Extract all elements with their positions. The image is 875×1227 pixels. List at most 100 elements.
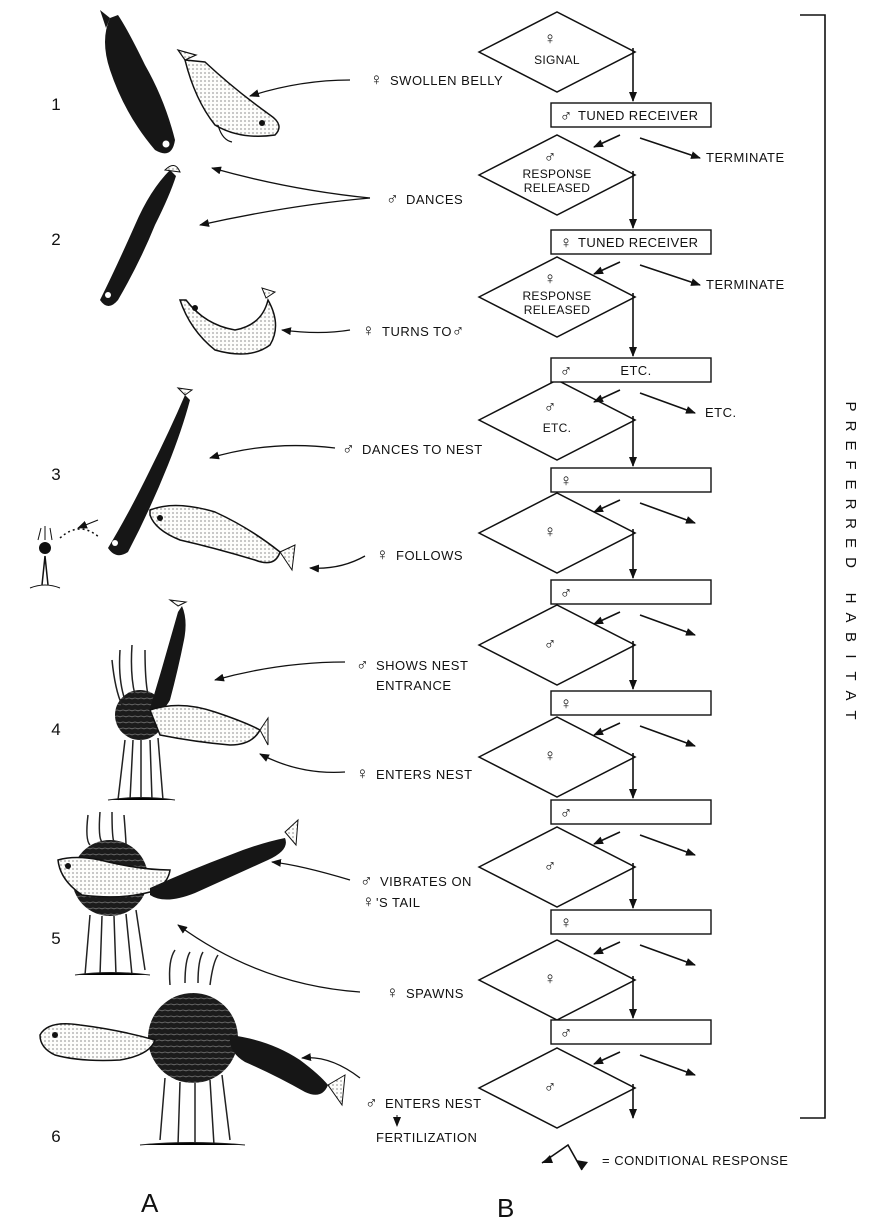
stage6-male-fish [230, 1035, 345, 1105]
stage1-male-fish [100, 10, 175, 153]
fish-illustrations [30, 10, 345, 1145]
conditional-arrow-in [594, 942, 620, 954]
conditional-arrow-in [594, 262, 620, 274]
conditional-arrow-in [594, 832, 620, 844]
stage-number: 6 [51, 1127, 60, 1146]
behavior-line2-symbol: ♀ [362, 892, 375, 911]
behavior-label: SPAWNS [406, 986, 464, 1001]
habitat-letter: B [842, 632, 859, 643]
flow-box: ♂ [551, 800, 711, 824]
stage6-female-fish [40, 1024, 155, 1061]
behavior-label: SHOWS NEST [376, 658, 468, 673]
stage6-nest [140, 950, 245, 1145]
flow-box: ♂ TUNED RECEIVER [551, 103, 711, 127]
flow-box: ♀ [551, 910, 711, 934]
habitat-letter: E [842, 479, 859, 490]
behavior-label: DANCES [406, 192, 463, 207]
habitat-letter: E [842, 440, 859, 451]
diamond-sex-symbol: ♂ [544, 147, 557, 166]
behavior-sex-symbol: ♀ [370, 70, 383, 89]
behavior-label: ENTERS NEST [385, 1096, 482, 1111]
stage-number: 5 [51, 929, 60, 948]
conditional-arrow-in [594, 1052, 620, 1064]
stage5-male-fish [150, 820, 298, 900]
stage2-female-fish [180, 288, 276, 354]
panel-label-b: B [497, 1193, 514, 1223]
branch-arrow [640, 393, 695, 413]
box-sex-symbol: ♀ [560, 471, 573, 490]
behavior-label: FOLLOWS [396, 548, 463, 563]
diamond-text: RESPONSE [522, 167, 591, 181]
branch-arrow [640, 835, 695, 855]
branch-arrow [640, 945, 695, 965]
stage4-female-fish [150, 705, 268, 745]
behavior-sex-symbol: ♂ [386, 189, 399, 208]
box-sex-symbol: ♂ [560, 1023, 573, 1042]
flow-box: ♀ [551, 691, 711, 715]
habitat-letter: A [842, 690, 859, 701]
diamond-text: RESPONSE [522, 289, 591, 303]
behavior-label-line2: FERTILIZATION [376, 1130, 477, 1145]
branch-label: TERMINATE [706, 150, 785, 165]
diamond-text: RELEASED [524, 181, 590, 195]
habitat-letter: R [842, 421, 859, 433]
diamond-text: SIGNAL [534, 53, 580, 67]
behavior-sex-symbol: ♀ [362, 321, 375, 340]
habitat-letter: I [842, 654, 859, 659]
habitat-letter: F [842, 460, 859, 470]
behavior-label: DANCES TO NEST [362, 442, 483, 457]
stage4-male-fish [150, 600, 186, 712]
flow-box: ♀ [551, 468, 711, 492]
branch-arrow [640, 615, 695, 635]
habitat-letter: R [842, 518, 859, 530]
diamond-sex-symbol: ♀ [544, 29, 557, 48]
panel-label-a: A [141, 1188, 159, 1218]
habitat-letter: E [842, 538, 859, 549]
diamond-sex-symbol: ♀ [544, 269, 557, 288]
box-sex-symbol: ♀ [560, 694, 573, 713]
box-sex-symbol: ♂ [560, 361, 573, 380]
box-sex-symbol: ♀ [560, 913, 573, 932]
flow-diamond: ♂ [479, 1048, 635, 1128]
flow-diamond: ♂ [479, 827, 635, 907]
behavior-sex-symbol: ♀ [376, 545, 389, 564]
diamond-sex-symbol: ♂ [544, 856, 557, 875]
legend-text: = CONDITIONAL RESPONSE [602, 1153, 788, 1168]
habitat-letter: H [842, 593, 859, 605]
behavior-label-line2: 'S TAIL [376, 895, 421, 910]
conditional-arrow-in [594, 612, 620, 624]
branch-label: TERMINATE [706, 277, 785, 292]
behavior-arrows [178, 80, 370, 1078]
branch-arrow [640, 726, 695, 746]
behavior-label-line2: ENTRANCE [376, 678, 452, 693]
stage-number: 2 [51, 230, 60, 249]
diamond-sex-symbol: ♀ [544, 746, 557, 765]
behavior-label: ENTERS NEST [376, 767, 473, 782]
behavior-labels: ♀ SWOLLEN BELLY ♂ DANCES ♀ TURNS TO ♂ ♂ DANCES T… [342, 70, 503, 1145]
box-sex-symbol: ♂ [560, 106, 573, 125]
box-text: TUNED RECEIVER [578, 235, 698, 250]
stage3-nest [30, 520, 100, 588]
habitat-letter: R [842, 499, 859, 511]
flow-diamond: ♀ [479, 940, 635, 1020]
flow-box: ♂ [551, 580, 711, 604]
habitat-letter: P [842, 401, 859, 412]
behavior-label: VIBRATES ON [380, 874, 472, 889]
stage-number: 3 [51, 465, 60, 484]
diamond-sex-symbol: ♂ [544, 1077, 557, 1096]
diamond-sex-symbol: ♀ [544, 969, 557, 988]
branch-arrow [640, 138, 700, 158]
habitat-letter: A [842, 612, 859, 623]
signal-response-flowchart: ♀SIGNAL♂RESPONSERELEASED♀RESPONSERELEASE… [479, 12, 785, 1128]
behavior-label: TURNS TO [382, 324, 452, 339]
flow-box: ♂ETC. [551, 358, 711, 382]
box-text: TUNED RECEIVER [578, 108, 698, 123]
behavior-sex-symbol: ♂ [342, 439, 355, 458]
flow-diamond: ♀ [479, 493, 635, 573]
behavior-label: SWOLLEN BELLY [390, 73, 503, 88]
branch-arrow [640, 503, 695, 523]
behavior-sex-symbol: ♂ [360, 871, 373, 890]
